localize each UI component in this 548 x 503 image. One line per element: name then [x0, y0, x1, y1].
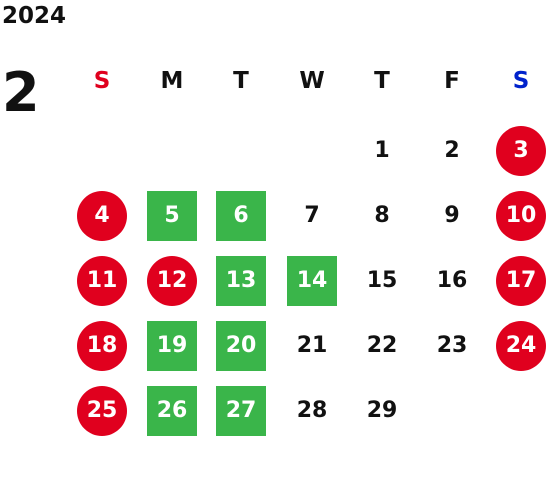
- month-number: 2: [2, 61, 40, 124]
- day-cell-18[interactable]: 18: [77, 321, 127, 371]
- day-cell-14[interactable]: 14: [287, 256, 337, 306]
- day-cell-25[interactable]: 25: [77, 386, 127, 436]
- day-cell-11[interactable]: 11: [77, 256, 127, 306]
- day-cell-19[interactable]: 19: [147, 321, 197, 371]
- day-cell-23[interactable]: 23: [436, 333, 468, 358]
- weekday-header-tuesday: T: [233, 68, 249, 94]
- day-cell-5[interactable]: 5: [147, 191, 197, 241]
- weekday-header-monday: M: [160, 68, 184, 94]
- day-cell-4[interactable]: 4: [77, 191, 127, 241]
- day-cell-17[interactable]: 17: [496, 256, 546, 306]
- day-cell-15[interactable]: 15: [366, 268, 398, 293]
- day-cell-21[interactable]: 21: [296, 333, 328, 358]
- day-cell-13[interactable]: 13: [216, 256, 266, 306]
- day-cell-12[interactable]: 12: [147, 256, 197, 306]
- weekday-header-friday: F: [444, 68, 460, 94]
- weekday-header-wednesday: W: [299, 68, 325, 94]
- day-cell-1[interactable]: 1: [374, 138, 390, 163]
- day-cell-24[interactable]: 24: [496, 321, 546, 371]
- day-cell-8[interactable]: 8: [374, 203, 390, 228]
- day-cell-16[interactable]: 16: [436, 268, 468, 293]
- day-cell-28[interactable]: 28: [296, 398, 328, 423]
- day-cell-7[interactable]: 7: [304, 203, 320, 228]
- day-cell-10[interactable]: 10: [496, 191, 546, 241]
- day-cell-9[interactable]: 9: [444, 203, 460, 228]
- day-cell-22[interactable]: 22: [366, 333, 398, 358]
- day-cell-20[interactable]: 20: [216, 321, 266, 371]
- day-cell-2[interactable]: 2: [444, 138, 460, 163]
- weekday-header-thursday: T: [374, 68, 390, 94]
- year-label: 2024: [2, 3, 67, 29]
- day-cell-26[interactable]: 26: [147, 386, 197, 436]
- weekday-header-saturday: S: [512, 68, 530, 94]
- day-cell-29[interactable]: 29: [366, 398, 398, 423]
- day-cell-6[interactable]: 6: [216, 191, 266, 241]
- weekday-header-sunday: S: [93, 68, 111, 94]
- day-cell-3[interactable]: 3: [496, 126, 546, 176]
- day-cell-27[interactable]: 27: [216, 386, 266, 436]
